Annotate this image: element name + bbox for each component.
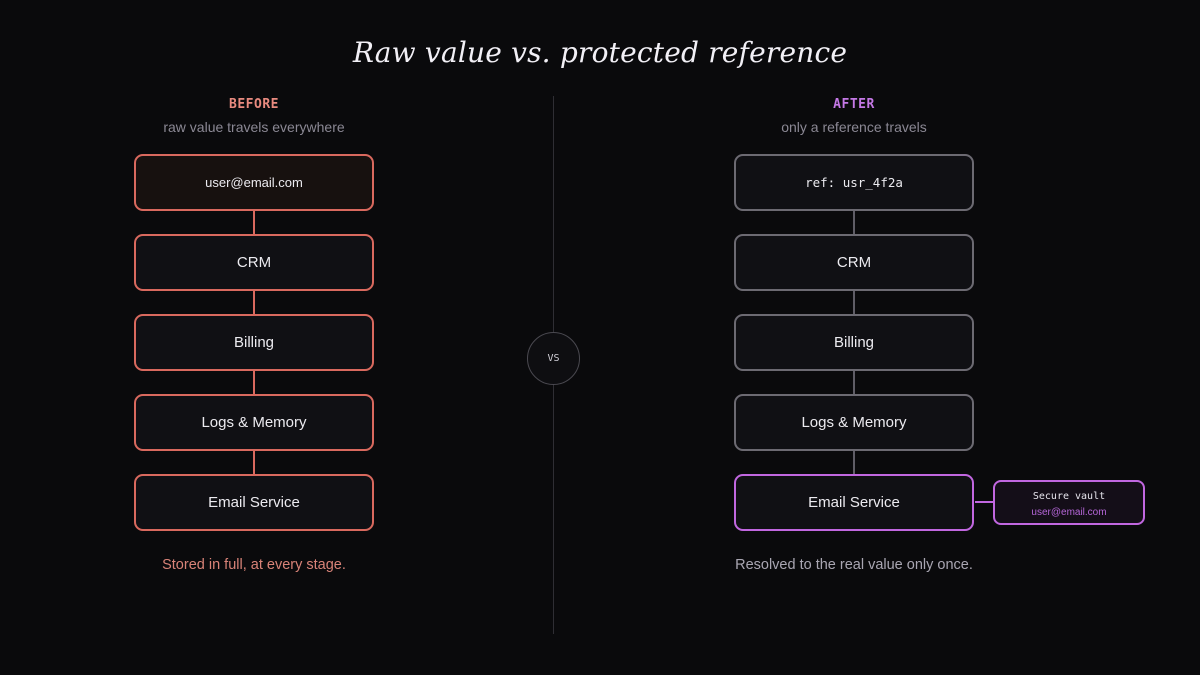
before-connector (253, 451, 255, 474)
after-caption: Resolved to the real value only once. (735, 557, 973, 573)
secure-vault-box: Secure vault user@email.com (993, 480, 1145, 525)
before-connector (253, 291, 255, 314)
after-header: AFTER only a reference travels (734, 96, 974, 136)
after-tag: AFTER (833, 97, 875, 112)
before-connector (253, 211, 255, 234)
vault-value: user@email.com (1031, 507, 1107, 518)
after-connector (853, 291, 855, 314)
after-stage-logs-memory: Logs & Memory (734, 394, 974, 451)
after-stage-email-service: Email Service (734, 474, 974, 531)
before-stage-raw-value: user@email.com (134, 154, 374, 211)
before-stage-billing: Billing (134, 314, 374, 371)
vault-title: Secure vault (1032, 491, 1106, 502)
after-connector (853, 371, 855, 394)
before-tag: BEFORE (229, 97, 279, 112)
before-stage-logs-memory: Logs & Memory (134, 394, 374, 451)
diagram-title: Raw value vs. protected reference (352, 36, 848, 69)
before-stage-email-service: Email Service (134, 474, 374, 531)
after-connector (853, 211, 855, 234)
after-stage-reference: ref: usr_4f2a (734, 154, 974, 211)
after-stage-billing: Billing (734, 314, 974, 371)
after-connector (853, 451, 855, 474)
before-caption: Stored in full, at every stage. (162, 557, 346, 573)
vault-connector (975, 501, 993, 503)
after-subtitle: only a reference travels (781, 119, 927, 135)
vs-badge: VS (527, 332, 580, 385)
before-subtitle: raw value travels everywhere (163, 119, 345, 135)
before-connector (253, 371, 255, 394)
after-stage-crm: CRM (734, 234, 974, 291)
before-header: BEFORE raw value travels everywhere (134, 96, 374, 136)
before-stage-crm: CRM (134, 234, 374, 291)
